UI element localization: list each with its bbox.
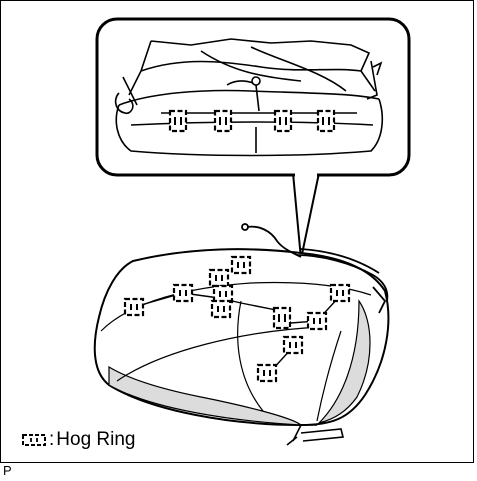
legend-label: Hog Ring <box>56 429 136 450</box>
detail-hog-ring-3 <box>273 109 293 133</box>
legend: : Hog Ring <box>21 429 136 451</box>
hog-ring-8 <box>306 311 328 331</box>
hog-ring-4 <box>208 268 230 288</box>
hog-ring-2 <box>172 283 194 303</box>
detail-callout <box>95 17 411 260</box>
diagram-frame: : Hog Ring <box>0 0 474 463</box>
detail-hog-ring-4 <box>316 109 336 133</box>
hog-ring-7 <box>272 306 292 330</box>
hog-ring-10 <box>282 335 304 355</box>
detail-hog-ring-2 <box>213 109 233 133</box>
hog-ring-9 <box>329 283 351 303</box>
figure-code: P <box>3 463 12 478</box>
hog-ring-11 <box>256 363 278 383</box>
seat-cushion-illustration <box>93 17 411 446</box>
hog-ring-6 <box>210 299 232 319</box>
hog-ring-3 <box>230 255 252 275</box>
hog-ring-1 <box>123 297 145 317</box>
hog-ring-icon <box>22 434 46 446</box>
legend-separator: : <box>49 429 55 450</box>
hog-ring-5 <box>212 284 234 304</box>
detail-hog-ring-1 <box>168 109 188 133</box>
